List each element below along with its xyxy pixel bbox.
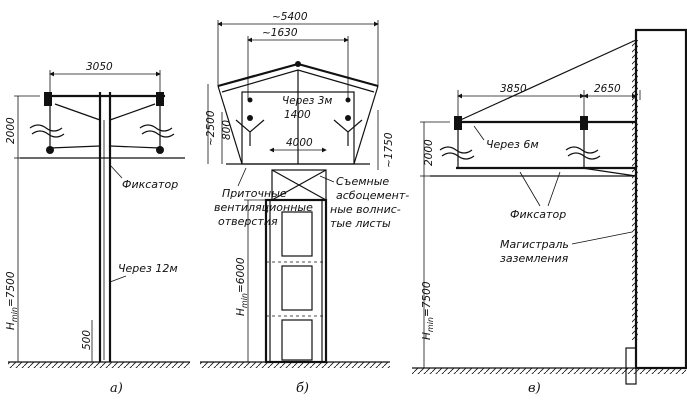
svg-text:асбоцемент-: асбоцемент- (336, 189, 409, 202)
panel-b: ~5400 ~1630 ~2500 800 Через 3м 1400 4000… (200, 11, 409, 396)
insulator-cluster-icon (235, 97, 363, 146)
dim-base-a: 500 (81, 330, 93, 350)
insulator-icon (454, 116, 588, 130)
dim-span-a: 3050 (86, 61, 113, 73)
svg-text:Съемные: Съемные (336, 175, 389, 188)
panel-a: 3050 2000 Hmin=7500 500 Фиксатор Через 1… (5, 61, 190, 396)
label-sheets-b: Съемные асбоцемент- ные волнис- тые лист… (330, 175, 409, 230)
dim-height-b: ~2500 (205, 110, 217, 146)
svg-text:Приточные: Приточные (222, 187, 287, 200)
dim-4000-b: 4000 (286, 137, 313, 149)
insulator-cluster-icon (439, 130, 601, 168)
svg-text:тые листы: тые листы (330, 217, 391, 230)
caption-b: б) (296, 381, 309, 396)
svg-text:Магистраль: Магистраль (500, 238, 569, 251)
insulator-icon (44, 92, 164, 106)
svg-text:вентиляционные: вентиляционные (214, 201, 313, 214)
cabin-b (217, 61, 379, 165)
dim-hmin-c: Hmin=7500 (421, 281, 435, 340)
wall-c (625, 28, 687, 385)
svg-text:ные волнис-: ные волнис- (330, 203, 401, 216)
caption-c: в) (528, 381, 541, 396)
pole-a (98, 92, 112, 362)
label-spacing-c: Через 6м (486, 138, 539, 151)
label-spacing-a: Через 12м (118, 262, 178, 275)
dim-height-top-a: 2000 (5, 117, 17, 144)
dim-span1-c: 3850 (500, 83, 527, 95)
dim-width-inner-b: ~1630 (262, 27, 298, 39)
label-fixator-c: Фиксатор (510, 208, 566, 221)
dim-800-b: 800 (221, 120, 233, 140)
dim-height-top-c: 2000 (423, 139, 435, 166)
svg-text:отверстия: отверстия (218, 215, 278, 228)
insulator-cluster-icon (29, 106, 175, 154)
lattice-b (271, 169, 327, 201)
label-ground-c: Магистраль заземления (500, 238, 569, 265)
dim-hmin-a: Hmin=7500 (5, 271, 19, 330)
dim-span2-c: 2650 (594, 83, 621, 95)
label-spacing-b: Через 3м (282, 95, 332, 107)
panel-c: 3850 2650 2000 Hmin=7500 Через 6м Фиксат… (412, 28, 687, 396)
dim-1750-b: ~1750 (383, 132, 395, 168)
dim-1400-b: 1400 (284, 109, 311, 121)
label-vent-b: Приточные вентиляционные отверстия (214, 187, 313, 228)
dim-hmin-b: Hmin=6000 (235, 257, 249, 316)
caption-a: а) (110, 381, 123, 396)
svg-text:заземления: заземления (500, 252, 569, 265)
label-fixator-a: Фиксатор (122, 178, 178, 191)
dim-width-total-b: ~5400 (272, 11, 308, 23)
